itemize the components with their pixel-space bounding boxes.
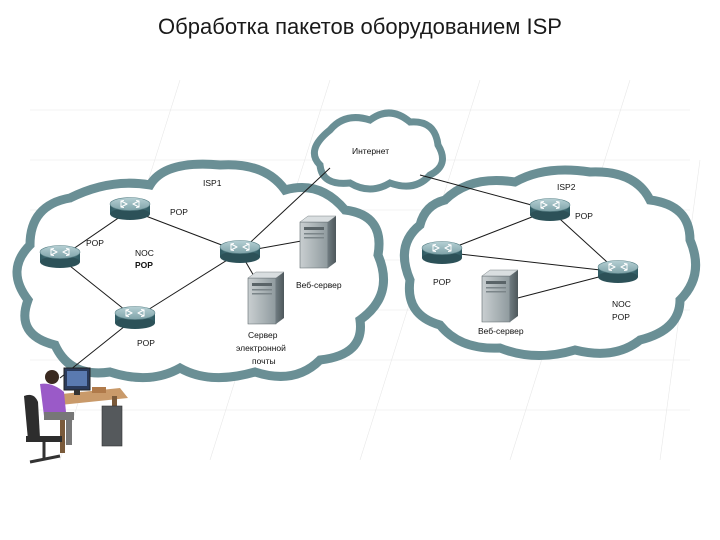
isp2-name: ISP2	[557, 182, 576, 192]
isp2-noc-router	[597, 259, 639, 284]
isp1-noc-label: NOC	[135, 248, 154, 258]
isp1-mail-label-2: электронной	[236, 343, 286, 353]
internet-label: Интернет	[352, 146, 389, 156]
isp1-pop-router-top	[109, 196, 151, 221]
isp2-pop-router-top	[529, 197, 571, 222]
isp2-web-server-label: Веб-сервер	[478, 326, 524, 336]
isp1-pop-label-top: POP	[170, 207, 188, 217]
isp1-mail-server-icon	[247, 271, 285, 325]
isp1-name: ISP1	[203, 178, 222, 188]
isp2-cloud	[399, 165, 701, 361]
isp1-noc-pop-label: POP	[135, 260, 153, 270]
isp1-web-server-label: Веб-сервер	[296, 280, 342, 290]
isp1-pop-router-bottom	[114, 305, 156, 330]
isp2-pop-label-top: POP	[575, 211, 593, 221]
isp1-web-server-icon	[299, 215, 337, 269]
internet-cloud	[310, 109, 446, 193]
isp2-noc-pop-label: POP	[612, 312, 630, 322]
isp2-noc-label: NOC	[612, 299, 631, 309]
user-workstation-icon	[24, 367, 128, 464]
isp2-pop-label-left: POP	[433, 277, 451, 287]
isp2-pop-router-left	[421, 240, 463, 265]
slide-title: Обработка пакетов оборудованием ISP	[158, 14, 562, 39]
isp1-mail-label-3: почты	[252, 356, 276, 366]
isp1-pop-router-left	[39, 244, 81, 269]
isp1-mail-label-1: Сервер	[248, 330, 278, 340]
isp1-cloud	[12, 159, 389, 383]
isp2-web-server-icon	[481, 269, 519, 323]
isp1-noc-router	[219, 239, 261, 264]
isp1-pop-label-left: POP	[86, 238, 104, 248]
isp1-pop-label-bottom: POP	[137, 338, 155, 348]
